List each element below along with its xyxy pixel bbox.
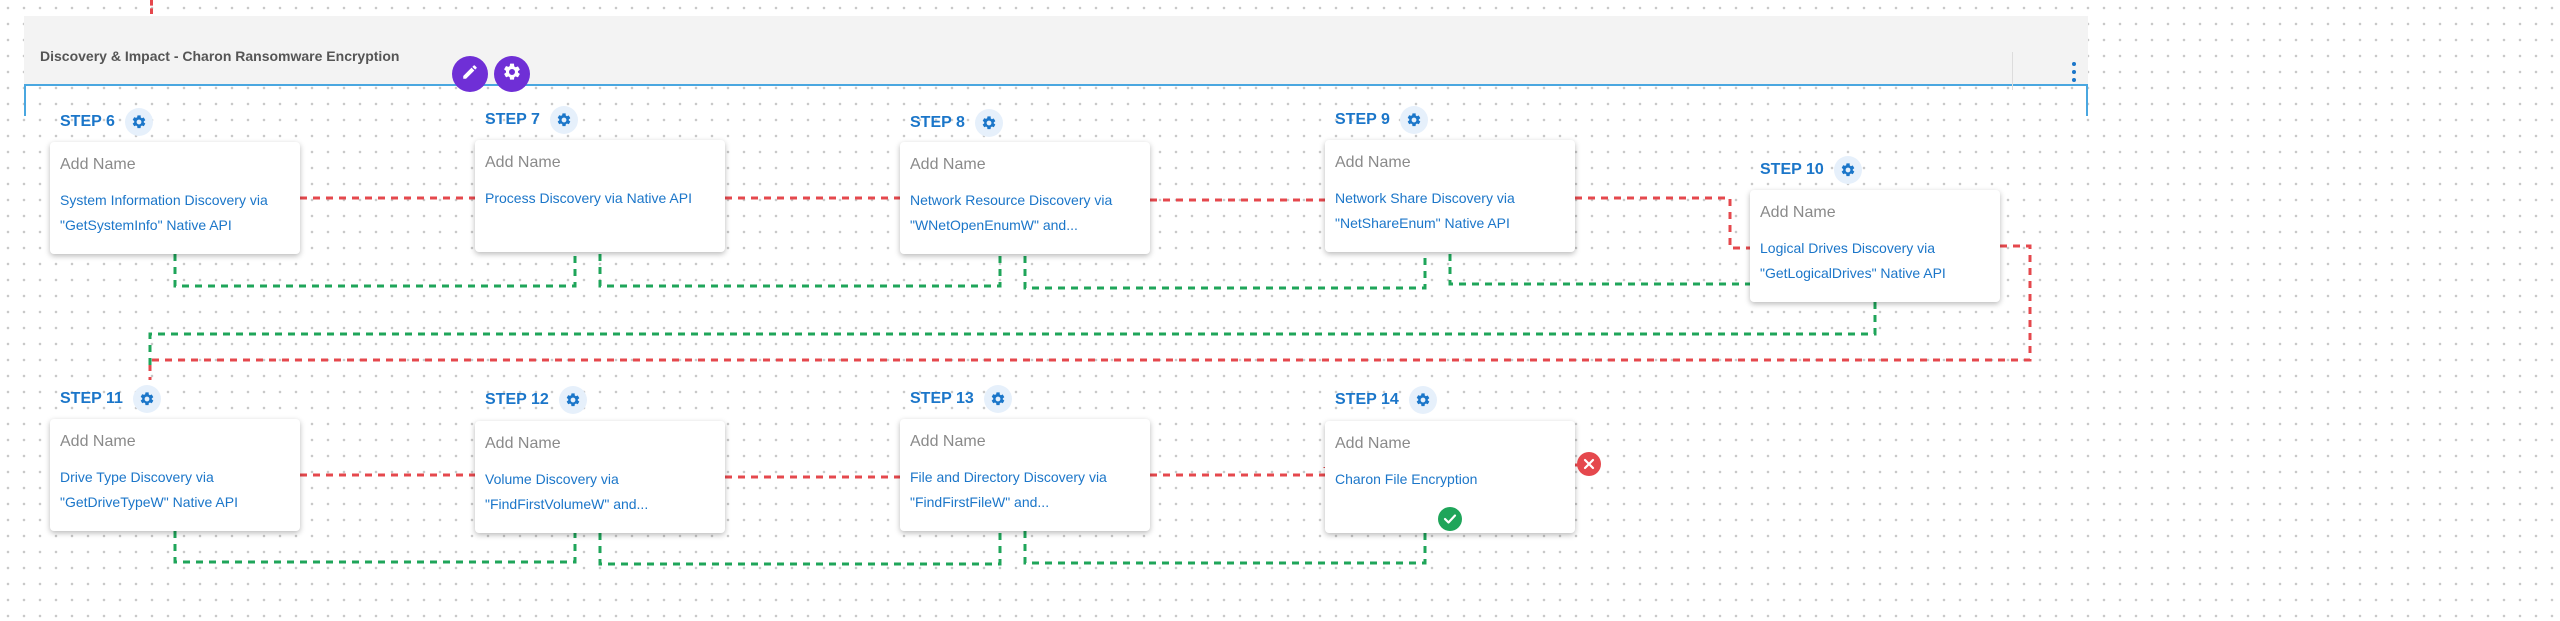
success-connector <box>1448 254 1750 286</box>
step-name[interactable]: Add Name <box>910 433 986 450</box>
step-name[interactable]: Add Name <box>485 435 561 452</box>
success-connector <box>148 302 1877 366</box>
failure-end-button[interactable] <box>1577 452 1601 476</box>
step-6-card[interactable]: Add Name System Information Discovery vi… <box>50 142 300 254</box>
success-connector <box>1023 531 1427 565</box>
step-8-header: STEP 8 <box>910 109 1003 137</box>
edit-group-button[interactable] <box>452 56 488 92</box>
incoming-connector <box>150 0 153 14</box>
step-description: Network Resource Discovery via "WNetOpen… <box>910 192 1113 233</box>
step-label: STEP 9 <box>1335 111 1390 128</box>
success-connector <box>173 254 577 288</box>
step-12-header: STEP 12 <box>485 386 587 414</box>
step-settings-button[interactable] <box>558 386 587 414</box>
step-name[interactable]: Add Name <box>1760 204 1836 221</box>
step-settings-button[interactable] <box>1833 156 1862 184</box>
step-description: System Information Discovery via "GetSys… <box>60 192 268 233</box>
gear-icon <box>1841 163 1854 177</box>
step-6-header: STEP 6 <box>60 108 153 136</box>
step-name[interactable]: Add Name <box>60 156 136 173</box>
step-label: STEP 10 <box>1760 161 1824 178</box>
step-14-header: STEP 14 <box>1335 386 1437 414</box>
step-7-header: STEP 7 <box>485 106 578 134</box>
group-header: Discovery & Impact - Charon Ransomware E… <box>24 16 2088 92</box>
gear-icon <box>566 393 579 407</box>
group-border-right <box>2086 86 2088 116</box>
step-11-header: STEP 11 <box>60 385 161 413</box>
more-vertical-icon[interactable] <box>2068 62 2080 82</box>
step-label: STEP 11 <box>60 390 123 407</box>
success-connector <box>598 254 1002 288</box>
step-9-card[interactable]: Add Name Network Share Discovery via "Ne… <box>1325 140 1575 252</box>
step-name[interactable]: Add Name <box>910 156 986 173</box>
checkmark-icon <box>1443 514 1457 524</box>
step-9-header: STEP 9 <box>1335 106 1428 134</box>
step-description: Drive Type Discovery via "GetDriveTypeW"… <box>60 469 238 510</box>
success-connector <box>173 531 577 564</box>
step-11-card[interactable]: Add Name Drive Type Discovery via "GetDr… <box>50 419 300 531</box>
step-12-card[interactable]: Add Name Volume Discovery via "FindFirst… <box>475 421 725 533</box>
success-end-button[interactable] <box>1438 507 1462 531</box>
step-settings-button[interactable] <box>1408 386 1437 414</box>
step-description: Charon File Encryption <box>1335 471 1478 487</box>
gear-icon <box>132 115 146 129</box>
gear-icon <box>140 392 154 406</box>
step-label: STEP 14 <box>1335 391 1399 408</box>
step-description: Network Share Discovery via "NetShareEnu… <box>1335 190 1515 231</box>
failure-connector <box>1150 467 1327 477</box>
step-label: STEP 6 <box>60 113 115 130</box>
gear-icon <box>502 62 522 87</box>
gear-icon <box>1416 393 1429 407</box>
step-name[interactable]: Add Name <box>60 433 136 450</box>
step-name[interactable]: Add Name <box>485 154 561 171</box>
step-description: Volume Discovery via "FindFirstVolumeW" … <box>485 471 649 512</box>
failure-connector <box>148 244 2032 380</box>
step-13-header: STEP 13 <box>910 385 1012 413</box>
success-connector <box>1023 254 1427 290</box>
gear-icon <box>991 392 1004 406</box>
step-settings-button[interactable] <box>132 385 161 413</box>
step-label: STEP 12 <box>485 391 549 408</box>
header-divider <box>2012 52 2013 90</box>
step-description: Process Discovery via Native API <box>485 190 692 206</box>
success-connector <box>598 531 1002 566</box>
step-label: STEP 13 <box>910 390 974 407</box>
step-name[interactable]: Add Name <box>1335 435 1411 452</box>
step-settings-button[interactable] <box>124 108 153 136</box>
step-13-card[interactable]: Add Name File and Directory Discovery vi… <box>900 419 1150 531</box>
group-title: Discovery & Impact - Charon Ransomware E… <box>40 48 400 64</box>
step-name[interactable]: Add Name <box>1335 154 1411 171</box>
step-description: Logical Drives Discovery via "GetLogical… <box>1760 240 1946 281</box>
step-8-card[interactable]: Add Name Network Resource Discovery via … <box>900 142 1150 254</box>
step-settings-button[interactable] <box>983 385 1012 413</box>
step-settings-button[interactable] <box>549 106 578 134</box>
step-7-card[interactable]: Add Name Process Discovery via Native AP… <box>475 140 725 252</box>
failure-connector <box>1575 196 1750 250</box>
gear-icon <box>982 116 996 130</box>
pencil-icon <box>461 63 479 86</box>
group-border-left <box>24 86 26 116</box>
step-settings-button[interactable] <box>1399 106 1428 134</box>
step-settings-button[interactable] <box>974 109 1003 137</box>
group-settings-button[interactable] <box>494 56 530 92</box>
step-label: STEP 8 <box>910 114 965 131</box>
gear-icon <box>557 113 571 127</box>
step-10-card[interactable]: Add Name Logical Drives Discovery via "G… <box>1750 190 2000 302</box>
step-description: File and Directory Discovery via "FindFi… <box>910 469 1107 510</box>
close-icon <box>1583 458 1595 470</box>
step-10-header: STEP 10 <box>1760 156 1862 184</box>
gear-icon <box>1407 113 1421 127</box>
step-label: STEP 7 <box>485 111 540 128</box>
